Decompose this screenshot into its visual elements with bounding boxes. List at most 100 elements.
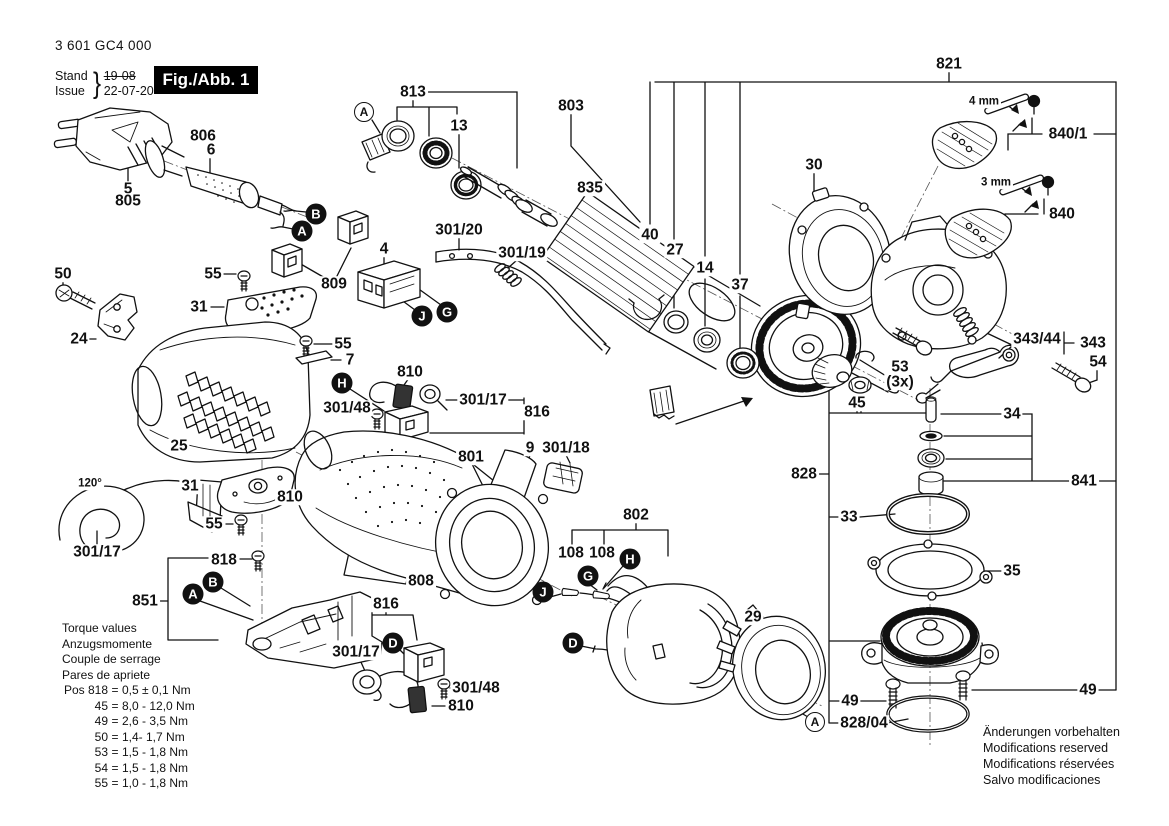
part-label-816: 816 — [371, 595, 401, 613]
marker-b: B — [202, 571, 224, 593]
torque-row: 49=2,6 - 3,5 Nm — [94, 714, 189, 728]
o-ring-828-04 — [886, 695, 970, 733]
modifications-line: Modifications reserved — [983, 741, 1109, 755]
crown-gear-flange — [861, 607, 999, 684]
part-label-805: 805 — [113, 192, 143, 210]
marker-j: J — [532, 581, 554, 603]
part-label-31: 31 — [179, 477, 201, 495]
screw-55-top — [237, 270, 251, 292]
part-label-851: 851 — [130, 592, 160, 610]
part-label-24: 24 — [68, 330, 90, 348]
part-label-4: 4 — [377, 240, 391, 258]
marker-g: G — [436, 301, 458, 323]
gasket-35 — [867, 539, 993, 601]
o-ring-33 — [886, 493, 970, 535]
washer-27 — [663, 310, 689, 334]
stand-label: Stand — [55, 69, 88, 83]
part-label-818: 818 — [209, 551, 239, 569]
part-label-808: 808 — [406, 572, 436, 590]
spacer-sleeve — [918, 471, 944, 496]
old-date: 19-08 — [103, 69, 136, 83]
modifications-line: Salvo modificaciones — [983, 773, 1101, 787]
part-label-810: 810 — [446, 697, 476, 715]
torque-title-line: Pares de apriete — [62, 667, 151, 682]
part-label-37: 37 — [729, 276, 751, 294]
issue-label: Issue — [55, 84, 85, 98]
issue-date: 22-07-20 — [103, 84, 154, 98]
part-label-55: 55 — [332, 335, 354, 353]
mounting-bracket-24 — [97, 293, 138, 341]
pinion-45 — [811, 350, 875, 394]
cord-guard — [185, 166, 297, 229]
seal-ring-13 — [450, 170, 482, 200]
end-cap-29 — [716, 604, 827, 721]
motor-housing-25 — [131, 321, 311, 463]
screw-53 — [892, 327, 933, 356]
part-label-3-mm: 3 mm — [978, 176, 1014, 189]
suppressor-816-upper — [369, 381, 448, 441]
bearing-ring-37 — [726, 347, 760, 379]
part-label-33: 33 — [838, 508, 860, 526]
part-label-27: 27 — [664, 241, 686, 259]
part-label-35: 35 — [1001, 562, 1023, 580]
marker-b: B — [305, 203, 327, 225]
torque-row: 55=1,0 - 1,8 Nm — [94, 776, 189, 790]
marker-d: D — [382, 632, 404, 654]
part-label-840-1: 840/1 — [1046, 125, 1090, 143]
lock-lever-840 — [944, 174, 1055, 259]
part-label-45: 45 — [846, 394, 868, 412]
screw-50 — [55, 284, 96, 310]
ball-bearing-34 — [917, 448, 945, 468]
part-label-4-mm: 4 mm — [966, 95, 1002, 108]
part-label-49: 49 — [839, 692, 861, 710]
part-label-840: 840 — [1047, 205, 1077, 223]
torque-title-line: Anzugsmomente — [62, 636, 153, 651]
interlock-plate-7 — [295, 350, 333, 365]
torque-title-line: Couple de serrage — [62, 652, 161, 666]
part-label-50: 50 — [52, 265, 74, 283]
part-label-301-19: 301/19 — [496, 244, 548, 262]
washer-34 — [919, 430, 943, 442]
marker-a: A — [182, 583, 204, 605]
modifications-line: Änderungen vorbehalten — [983, 725, 1120, 739]
part-label-108: 108 — [556, 544, 586, 562]
part-label-809: 809 — [319, 275, 349, 293]
stand-issue: Stand Issue } 19-08 22-07-20 — [55, 67, 154, 101]
part-label-828-04: 828/04 — [838, 714, 890, 732]
part-label-343: 343 — [1078, 334, 1108, 352]
ball-bearing-14 — [693, 327, 721, 353]
part-label-49: 49 — [1077, 681, 1099, 699]
part-label-810: 810 — [275, 488, 305, 506]
part-label-9: 9 — [523, 439, 537, 457]
marker-d: D — [562, 632, 584, 654]
damper-301-18 — [543, 461, 583, 494]
marker-a-outline: A — [805, 712, 825, 732]
torque-row: 50=1,4- 1,7 Nm — [94, 729, 185, 744]
screw-55-bottom — [234, 514, 248, 536]
main-housing-801 — [294, 430, 550, 607]
part-label-810: 810 — [395, 363, 425, 381]
part-label-31: 31 — [188, 298, 210, 316]
part-label-841: 841 — [1069, 472, 1099, 490]
screw-54 — [1051, 362, 1092, 393]
part-label-301-20: 301/20 — [433, 221, 485, 239]
header: 3 601 GC4 000 Stand Issue } 19-08 22-07-… — [55, 38, 154, 101]
part-label-835: 835 — [575, 179, 605, 197]
part-label-40: 40 — [639, 226, 661, 244]
part-label-301-17: 301/17 — [71, 543, 123, 561]
armature — [459, 166, 761, 370]
part-label-120-: 120° — [76, 477, 104, 490]
brace-glyph: } — [92, 67, 101, 100]
part-label-803: 803 — [556, 97, 586, 115]
part-label-5: 5 — [121, 180, 135, 198]
part-label-30: 30 — [803, 156, 825, 174]
part-label-821: 821 — [934, 55, 964, 73]
clamp-lever-343 — [915, 344, 1020, 404]
torque-row: 54=1,5 - 1,8 Nm — [94, 760, 189, 775]
cover-31-bottom — [216, 466, 295, 514]
torque-row: 45=8,0 - 12,0 Nm — [94, 698, 195, 713]
figure-label: Fig./Abb. 1 — [154, 66, 258, 94]
